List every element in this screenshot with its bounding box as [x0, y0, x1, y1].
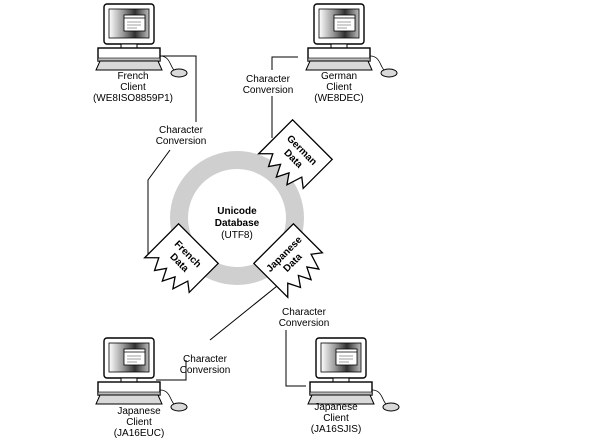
french-client-label: French Client (WE8ISO8859P1) [93, 71, 173, 104]
japanese-sjis-client-line1: Japanese [314, 402, 358, 413]
japanese-sjis-conversion-line2: Conversion [279, 318, 330, 329]
japanese-sjis-connector [285, 330, 306, 387]
japanese-euc-client-computer [95, 337, 188, 412]
german-data-block: German Data [255, 119, 333, 197]
japanese-euc-connector [156, 360, 187, 381]
japanese-sjis-conversion-label: Character Conversion [279, 307, 330, 329]
japanese-sjis-client-computer [307, 337, 400, 412]
japanese-sjis-client-charset: (JA16SJIS) [311, 424, 362, 435]
german-conversion-line2: Conversion [243, 85, 294, 96]
german-client-computer [305, 3, 398, 78]
german-conversion-line1: Character [246, 74, 291, 85]
german-connector [271, 56, 298, 70]
german-client-charset: (WE8DEC) [314, 93, 363, 104]
german-conversion-label: Character Conversion [243, 74, 294, 96]
french-connector-lower [147, 149, 171, 254]
japanese-euc-client-line2: Client [126, 417, 152, 428]
japanese-euc-conversion-label: Character Conversion [180, 354, 231, 376]
japanese-euc-conversion-line1: Character [183, 354, 228, 365]
french-conversion-label: Character Conversion [156, 125, 207, 147]
japanese-euc-conversion-line2: Conversion [180, 365, 231, 376]
french-conversion-line2: Conversion [156, 136, 207, 147]
french-client-computer [95, 3, 188, 78]
japanese-euc-client-label: Japanese Client (JA16EUC) [114, 406, 165, 439]
german-client-label: German Client (WE8DEC) [314, 71, 363, 104]
french-client-line2: Client [120, 82, 146, 93]
french-connector [154, 55, 197, 122]
german-client-line1: German [321, 71, 357, 82]
database-ring [170, 151, 304, 285]
unicode-database: Unicode Database (UTF8) [170, 151, 304, 285]
japanese-euc-client-charset: (JA16EUC) [114, 428, 165, 439]
database-type: Database [215, 218, 260, 229]
japanese-data-block: Japanese Data [253, 223, 331, 301]
french-data-block: French Data [141, 223, 219, 301]
japanese-euc-client-line1: Japanese [117, 406, 161, 417]
japanese-sjis-client-label: Japanese Client (JA16SJIS) [311, 402, 362, 435]
german-client-line2: Client [326, 82, 352, 93]
connector-lines [147, 55, 306, 387]
database-name: Unicode [217, 206, 257, 217]
database-charset: (UTF8) [221, 230, 253, 241]
french-client-charset: (WE8ISO8859P1) [93, 93, 173, 104]
japanese-sjis-client-line2: Client [323, 413, 349, 424]
japanese-sjis-conversion-line1: Character [282, 307, 327, 318]
french-conversion-line1: Character [159, 125, 204, 136]
french-client-line1: French [117, 71, 148, 82]
japanese-euc-connector-upper [209, 281, 283, 341]
